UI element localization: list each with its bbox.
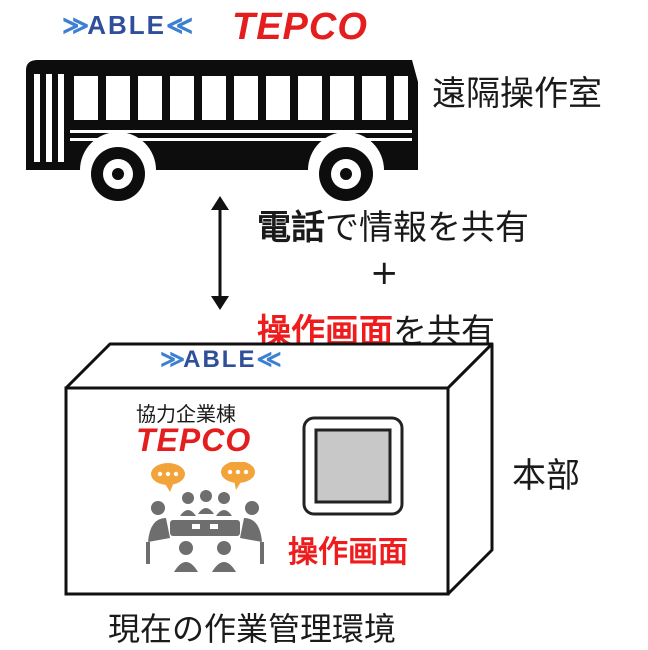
remote-control-room-label: 遠隔操作室 [432,74,602,114]
diagram-caption: 現在の作業管理環境 [108,610,397,648]
phone-label: 電話 [257,208,325,248]
able-logo-text: ABLE [87,10,166,40]
operation-screen-caption: 操作画面 [288,535,408,570]
able-chevron-icon: ≫ [160,346,185,373]
able-logo-building: ≫ABLE≪ [160,345,282,374]
able-chevron-icon: ≪ [166,10,193,40]
bus-wheel-front [91,147,145,201]
able-logo-text: ABLE [183,346,257,373]
share-info-label: で情報を共有 [325,208,529,248]
double-arrow-icon [211,196,229,310]
bus-icon [26,60,418,201]
headquarters-label: 本部 [512,456,580,496]
tepco-logo-top: TEPCO [232,6,368,48]
able-logo-top: ≫ABLE≪ [62,10,193,41]
tepco-logo-building: TEPCO [136,422,252,458]
able-chevron-icon: ≫ [62,10,89,40]
able-chevron-icon: ≪ [256,346,281,373]
bus-wheel-rear [319,147,373,201]
plus-sign: + [370,253,399,293]
monitor-icon [302,416,404,516]
share-by-phone-text: 電話で情報を共有 [257,200,529,249]
building-box [64,342,494,596]
partner-building-label: 協力企業棟 [136,402,236,426]
meeting-people-icon [146,462,264,572]
